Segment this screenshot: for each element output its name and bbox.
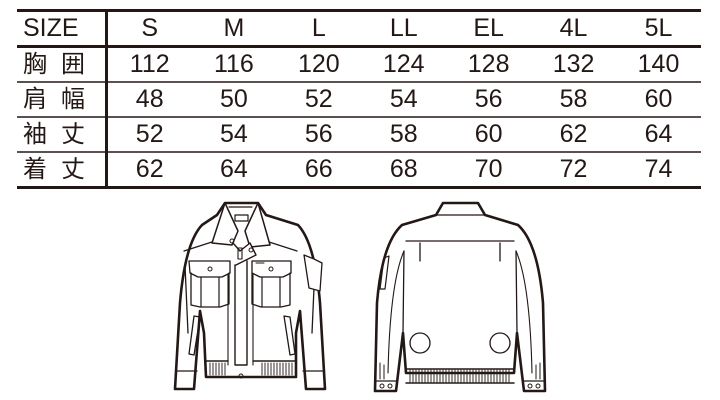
table-cell: 64 [219,155,248,183]
table-cell: 50 [191,82,277,118]
size-header-5l: 5L [616,10,701,48]
size-header-m: M [191,10,277,48]
jacket-front-icon [150,193,350,400]
table-cell: 120 [276,46,362,83]
size-header-l: L [276,10,362,48]
table-cell: 60 [446,117,532,153]
table-cell: 58 [531,82,617,118]
jacket-back-icon [360,193,560,400]
table-cell: 64 [616,117,701,153]
table-cell: 132 [531,46,617,83]
table-cell: 62 [135,155,164,183]
size-header-ll: LL [361,10,447,48]
row-label-shoulder: 肩幅 [17,82,108,118]
table-cell: 52 [276,82,362,118]
size-header-row: SIZE S M L LL EL 4L 5L [17,10,701,48]
sleeve-row: 袖丈 52 54 56 58 60 62 64 [17,117,701,153]
table-cell: 58 [361,117,447,153]
row-label-length: 着丈 [17,152,108,188]
size-header-s: S [106,10,192,48]
size-header-4l: 4L [531,10,617,48]
table-cell: 116 [191,46,277,83]
length-row: 着丈 62 64 66 68 70 72 74 [17,152,701,188]
table-cell: 60 [616,82,701,118]
table-cell: 52 [106,117,192,153]
chest-row: 胸囲 112 116 120 124 128 132 140 [17,46,701,83]
table-cell: 62 [531,117,617,153]
table-cell: 128 [446,46,532,83]
table-cell: 56 [446,82,532,118]
table-cell: 68 [389,155,418,183]
table-cell: 54 [191,117,277,153]
row-label-sleeve: 袖丈 [17,117,108,153]
row-label-chest: 胸囲 [17,46,108,83]
shoulder-row: 肩幅 48 50 52 54 56 58 60 [17,82,701,118]
size-header-label: SIZE [17,10,108,48]
table-cell: 140 [616,46,701,83]
table-cell: 48 [106,82,192,118]
table-cell: 72 [559,155,588,183]
table-cell: 54 [361,82,447,118]
table-cell: 56 [276,117,362,153]
size-header-el: EL [446,10,532,48]
size-chart-table: SIZE S M L LL EL 4L 5L 胸囲 112 116 120 12… [17,9,701,189]
table-cell: 124 [361,46,447,83]
table-cell: 66 [304,155,333,183]
table-cell: 70 [474,155,503,183]
table-cell: 112 [106,46,192,83]
table-cell: 74 [644,155,673,183]
